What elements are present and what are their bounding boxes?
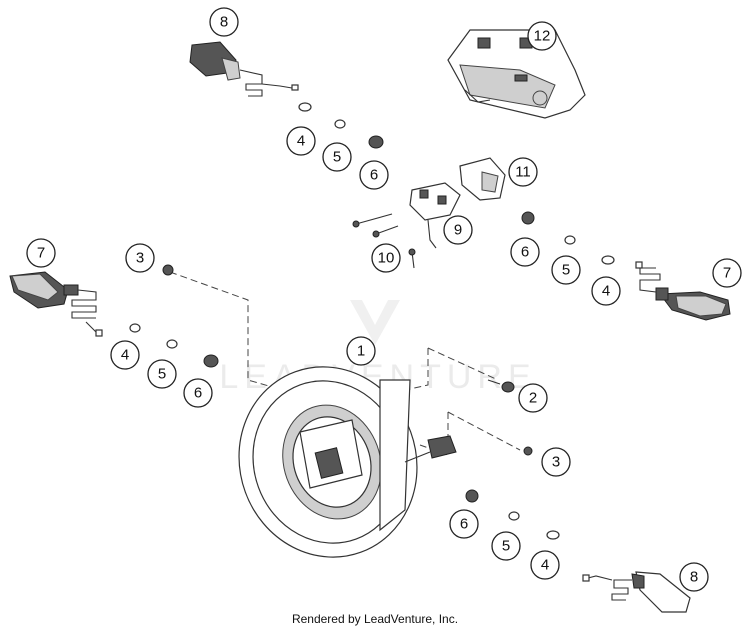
callout-4-left: 4 — [110, 340, 140, 370]
callout-8-top: 8 — [209, 7, 239, 37]
svg-text:5: 5 — [333, 149, 341, 166]
callout-6-left: 6 — [183, 378, 213, 408]
svg-text:3: 3 — [136, 250, 144, 267]
callout-6-right: 6 — [510, 237, 540, 267]
callout-4-upper: 4 — [286, 126, 316, 156]
svg-text:4: 4 — [541, 557, 549, 574]
svg-text:3: 3 — [552, 454, 560, 471]
svg-text:8: 8 — [220, 14, 228, 31]
callout-9: 9 — [443, 215, 473, 245]
svg-text:6: 6 — [521, 244, 529, 261]
callout-7-left: 7 — [26, 238, 56, 268]
svg-text:4: 4 — [121, 347, 129, 364]
svg-text:5: 5 — [502, 538, 510, 555]
callout-12: 12 — [527, 21, 557, 51]
svg-text:6: 6 — [194, 385, 202, 402]
svg-text:4: 4 — [297, 133, 305, 150]
svg-text:8: 8 — [690, 569, 698, 586]
callout-5-left: 5 — [147, 359, 177, 389]
callout-4-right: 4 — [591, 276, 621, 306]
callout-1: 1 — [346, 336, 376, 366]
callout-8-bottom: 8 — [679, 562, 709, 592]
svg-text:7: 7 — [723, 265, 731, 282]
svg-text:5: 5 — [158, 366, 166, 383]
svg-text:1: 1 — [357, 343, 365, 360]
footer-credit: Rendered by LeadVenture, Inc. — [291, 612, 459, 626]
svg-text:4: 4 — [602, 283, 610, 300]
svg-text:6: 6 — [370, 167, 378, 184]
callout-5-lower: 5 — [491, 531, 521, 561]
callout-7-right: 7 — [712, 258, 742, 288]
headlight-assembly — [238, 366, 457, 558]
tail-light-housing — [447, 29, 586, 119]
turn-signal-right — [635, 261, 731, 321]
callout-5-right: 5 — [551, 255, 581, 285]
callout-labels: 8 12 4 5 6 11 9 10 6 5 4 7 7 3 4 5 6 1 2… — [26, 7, 742, 592]
svg-text:12: 12 — [534, 28, 551, 45]
svg-text:2: 2 — [529, 390, 537, 407]
svg-text:10: 10 — [378, 250, 395, 267]
light-bracket — [409, 182, 461, 249]
callout-3-left: 3 — [125, 243, 155, 273]
callout-10: 10 — [371, 243, 401, 273]
callout-6-lower: 6 — [449, 509, 479, 539]
callout-6-upper: 6 — [359, 160, 389, 190]
turn-signal-lower — [582, 571, 691, 613]
callout-11: 11 — [508, 157, 538, 187]
turn-signal-upper — [189, 41, 299, 97]
svg-text:5: 5 — [562, 262, 570, 279]
svg-text:6: 6 — [460, 516, 468, 533]
turn-signal-left — [9, 271, 103, 337]
callout-5-upper: 5 — [322, 142, 352, 172]
svg-text:11: 11 — [515, 164, 531, 181]
watermark: LEADVENTURE — [219, 300, 531, 396]
callout-4-lower: 4 — [530, 550, 560, 580]
callout-3-right: 3 — [541, 447, 571, 477]
screws — [352, 213, 416, 269]
hardware-small — [129, 102, 615, 540]
svg-text:7: 7 — [37, 245, 45, 262]
svg-text:9: 9 — [454, 222, 462, 239]
license-light — [459, 157, 506, 201]
callout-2: 2 — [518, 383, 548, 413]
